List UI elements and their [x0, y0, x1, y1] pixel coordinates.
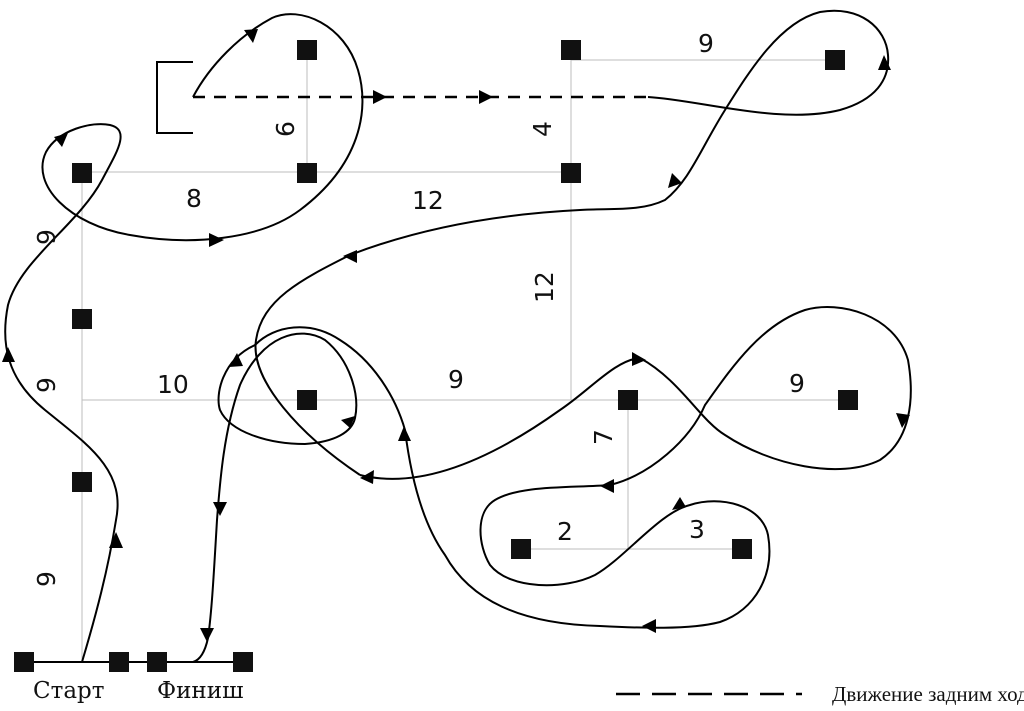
driving-trajectory — [4, 9, 912, 663]
distance-label: 9 — [789, 369, 805, 398]
cone-marker — [297, 390, 317, 410]
cone-marker — [511, 539, 531, 559]
distance-label: 10 — [157, 370, 189, 399]
arrow-icon — [229, 353, 243, 367]
arrow-icon — [479, 90, 493, 104]
cone-marker — [561, 40, 581, 60]
distance-label: 2 — [557, 517, 573, 546]
guide-lines — [81, 50, 848, 662]
distance-label: 12 — [412, 186, 444, 215]
cone-marker — [561, 163, 581, 183]
arrow-icon — [360, 470, 374, 484]
cone-marker — [72, 309, 92, 329]
distance-label: 4 — [528, 121, 557, 137]
arrow-icon — [672, 497, 686, 510]
trajectory-segment — [4, 13, 364, 663]
distance-labels: 9 6 4 8 12 12 9 9 9 10 9 9 7 2 3 — [32, 29, 805, 587]
distance-label: 6 — [271, 121, 300, 137]
direction-arrows — [2, 29, 910, 642]
cone-marker — [14, 652, 34, 672]
distance-label: 8 — [186, 184, 202, 213]
distance-label: 3 — [689, 515, 705, 544]
arrow-icon — [200, 628, 214, 642]
arrow-icon — [2, 347, 15, 362]
trajectory-segment — [254, 9, 890, 476]
cone-marker — [297, 163, 317, 183]
arrow-icon — [213, 502, 227, 516]
arrow-icon — [642, 619, 656, 633]
cone-marker — [618, 390, 638, 410]
arrow-icon — [878, 55, 891, 70]
cone-marker — [72, 472, 92, 492]
cones — [14, 40, 858, 672]
distance-label: 12 — [530, 271, 559, 303]
cone-marker — [732, 539, 752, 559]
cone-marker — [297, 40, 317, 60]
arrow-icon — [109, 532, 123, 548]
finish-label: Финиш — [157, 678, 243, 704]
trajectory-segment — [192, 332, 358, 663]
cone-marker — [147, 652, 167, 672]
arrow-icon — [244, 29, 258, 43]
arrow-icon — [600, 479, 614, 493]
distance-label: 9 — [32, 571, 61, 587]
arrow-icon — [373, 90, 387, 104]
trajectory-segment — [254, 306, 912, 629]
cone-marker — [233, 652, 253, 672]
arrow-icon — [54, 133, 68, 147]
distance-label: 7 — [589, 429, 618, 445]
cone-marker — [72, 163, 92, 183]
garage-bracket — [156, 61, 193, 134]
cone-marker — [825, 50, 845, 70]
distance-label: 9 — [698, 29, 714, 58]
distance-label: 9 — [448, 365, 464, 394]
arrow-icon — [341, 416, 355, 428]
cone-marker — [109, 652, 129, 672]
arrow-icon — [668, 173, 682, 188]
arrow-icon — [209, 233, 224, 247]
legend: Движение задним ходом — [616, 682, 1024, 706]
cone-marker — [838, 390, 858, 410]
arrow-icon — [343, 250, 357, 263]
legend-label: Движение задним ходом — [832, 682, 1024, 706]
distance-label: 9 — [32, 377, 61, 393]
arrow-icon — [398, 426, 411, 441]
start-label: Старт — [33, 678, 104, 704]
distance-label: 9 — [32, 229, 61, 245]
arrow-icon — [632, 352, 646, 366]
arrow-icon — [896, 413, 910, 428]
